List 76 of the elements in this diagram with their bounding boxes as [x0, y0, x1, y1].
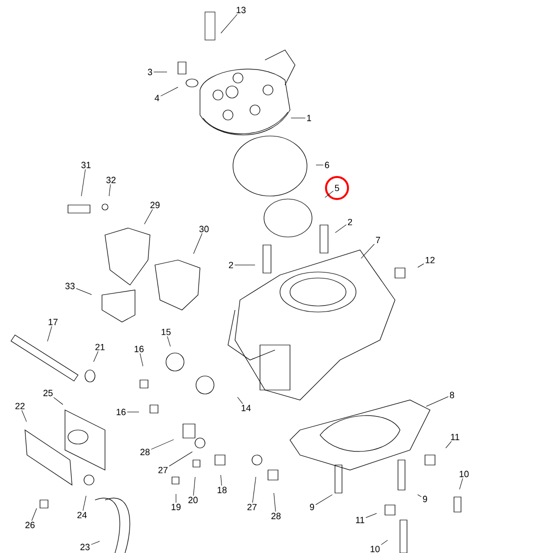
- callout-number: 25: [43, 390, 53, 396]
- leader-line: [53, 397, 64, 405]
- leader-line: [32, 508, 37, 521]
- leader-line: [366, 513, 377, 518]
- callout-number: 17: [48, 318, 58, 326]
- leader-line: [417, 263, 424, 268]
- callout-number: 7: [376, 236, 380, 244]
- leader-line: [90, 541, 100, 545]
- callout-number: 26: [25, 522, 35, 528]
- callout-number: 23: [80, 544, 90, 550]
- leader-line: [140, 353, 144, 366]
- callout-number: 19: [172, 504, 181, 510]
- leader-line: [82, 496, 86, 511]
- callout-number: 29: [150, 202, 160, 208]
- leader-line: [316, 164, 324, 166]
- callout-number: 28: [140, 448, 150, 456]
- callout-number: 12: [426, 256, 435, 264]
- leader-line: [252, 476, 256, 503]
- leader-line: [193, 233, 202, 254]
- callout-number: 9: [310, 504, 314, 510]
- callout-number: 16: [116, 408, 126, 416]
- callout-number: 10: [460, 470, 469, 478]
- callout-number: 15: [162, 328, 171, 336]
- callout-number: 11: [451, 434, 460, 440]
- leader-line: [144, 209, 153, 224]
- callout-number: 1: [307, 114, 312, 122]
- leader-line: [237, 396, 243, 404]
- leader-line: [335, 224, 347, 233]
- callout-number: 11: [356, 516, 364, 524]
- leader-line: [167, 336, 171, 347]
- callout-number: 16: [134, 346, 144, 352]
- leader-line: [426, 396, 449, 407]
- leader-line: [234, 264, 256, 266]
- leader-line: [315, 494, 333, 505]
- callout-number: 13: [236, 6, 246, 14]
- callout-number: 2: [228, 262, 234, 268]
- callout-number: 33: [65, 282, 75, 290]
- callout-number: 10: [370, 546, 380, 552]
- leader-line: [22, 410, 27, 422]
- callout-number: 9: [422, 496, 428, 502]
- leader-line: [108, 184, 111, 196]
- leader-line: [193, 476, 196, 496]
- callout-number: 31: [81, 162, 91, 168]
- leader-line: [220, 474, 222, 486]
- callout-number: 8: [450, 392, 454, 398]
- callout-number: 2: [348, 218, 352, 226]
- callout-number: 27: [247, 504, 257, 510]
- leader-line: [360, 244, 375, 259]
- callout-number: 18: [218, 486, 227, 494]
- leader-line: [380, 540, 388, 545]
- callout-number: 20: [188, 496, 198, 504]
- leader-line: [220, 14, 238, 34]
- callout-number: 30: [199, 226, 209, 232]
- callout-number: 22: [15, 402, 25, 410]
- callout-number: 4: [154, 94, 160, 102]
- leader-line: [76, 288, 92, 295]
- callout-number: 24: [77, 512, 87, 518]
- leader-line: [417, 494, 422, 498]
- leader-line: [160, 86, 178, 96]
- callout-number: 14: [242, 404, 251, 412]
- callout-number: 27: [158, 466, 168, 474]
- callout-number: 3: [148, 68, 152, 76]
- leader-line: [81, 169, 86, 196]
- callout-number: 32: [106, 176, 116, 184]
- leader-line: [324, 190, 334, 198]
- leader-line: [150, 439, 174, 450]
- callout-number: 28: [271, 512, 281, 520]
- leader-line: [446, 441, 452, 448]
- leader-line: [47, 326, 52, 342]
- callout-number: 6: [324, 162, 330, 168]
- leader-line: [93, 351, 98, 362]
- leader-line: [168, 452, 193, 466]
- leader-line: [274, 492, 276, 512]
- callout-number: 21: [95, 344, 105, 350]
- callout-number: 5: [334, 184, 340, 192]
- leader-line: [459, 478, 463, 490]
